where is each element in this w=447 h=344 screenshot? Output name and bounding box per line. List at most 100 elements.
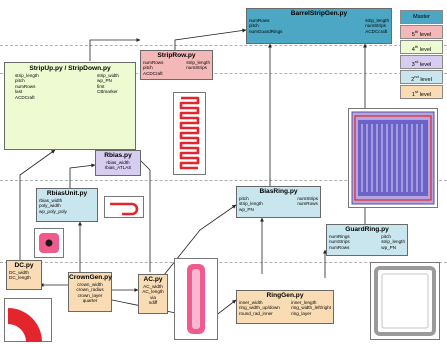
ringgen-param: ring_width_up/down (239, 305, 280, 311)
ac-param: AC_width (143, 284, 163, 289)
legend-level-2: 2nd level (400, 70, 443, 84)
rbiasunit-param: rbias_width (39, 198, 63, 203)
barrel-detector-icon (351, 111, 435, 205)
rbias-param: rbias_width (106, 160, 130, 165)
rbias-title: Rbias.py (104, 152, 132, 159)
crown-image (4, 298, 52, 342)
rbias-hook-icon (110, 202, 139, 216)
stripupdown-param: pitch (15, 78, 25, 84)
rbiasunit-box: RbiasUnit.py rbias_width poly_width wp_p… (36, 188, 98, 222)
rbiasunit-param: wp_poly_poly (39, 208, 67, 214)
guardring-param: numStrips (329, 239, 350, 245)
legend-level-word: level (419, 61, 432, 68)
guardring-frame-image (370, 262, 440, 340)
arrow-stripupdown-striprow (89, 38, 141, 61)
legend-level-word: level (419, 91, 432, 98)
ringgen-box: RingGen.py inner_width ring_width_up/dow… (236, 290, 334, 324)
ac-param: ndiff (148, 300, 158, 306)
striprow-param: strip_length (186, 60, 210, 65)
arrow-dc-stripupdown (19, 149, 56, 260)
ac-pad-icon (187, 264, 205, 334)
level-separator (0, 45, 447, 46)
strip-layout-image (173, 92, 206, 175)
stripupdown-param: strip_width (97, 73, 119, 78)
guardring-param: pitch (381, 234, 391, 239)
stripupdown-param: numRows (15, 83, 36, 89)
rbias-param: rbias_ATLAS (104, 165, 132, 171)
legend-master: Master (400, 10, 443, 24)
ringgen-param: ring_layer (291, 310, 312, 316)
guardring-box: GuardRing.py numRings numStrips numRows … (326, 224, 408, 256)
ringgen-param: inner_length (291, 300, 317, 305)
ac-param: via (150, 294, 156, 300)
stripupdown-param: ACDCraft (15, 94, 35, 100)
legend-level-num: 3 (411, 61, 415, 68)
striprow-param: ACDCraft (143, 70, 163, 76)
legend-level-suffix: st (414, 89, 419, 94)
level-separator (0, 73, 447, 74)
stripupdown-param: CBmarker (97, 89, 118, 95)
guardring-param: strip_length (381, 239, 405, 245)
legend-level-suffix: nd (414, 74, 419, 79)
crowngen-box: CrownGen.py crown_width crown_radius cro… (68, 272, 112, 312)
guardring-param: numRows (329, 244, 350, 250)
stripupdown-param: first (97, 83, 105, 89)
striprow-param: pitch (143, 65, 153, 71)
rbias-hook-image (104, 196, 144, 218)
barrelstripgen-param: numStrips (365, 23, 386, 29)
legend-level-word: level (419, 31, 432, 38)
crowngen-title: CrownGen.py (69, 274, 112, 281)
barrelstripgen-param: ACDCcraft (365, 28, 388, 34)
guardring-param: numRings (329, 234, 350, 239)
biasring-param: pitch (239, 196, 249, 201)
dc-box: DC.py DC_width DC_length (6, 260, 42, 290)
stripupdown-param: wp_PN (97, 78, 112, 84)
guardring-frame-icon (374, 266, 436, 336)
legend-level-num: 1 (411, 91, 415, 98)
dc-param: DC_length (9, 275, 31, 281)
level-separator (0, 262, 447, 263)
striprow-box: StripRow.py numRows pitch ACDCraft strip… (140, 50, 213, 80)
rbiasunit-param: poly_width (39, 203, 61, 209)
guardring-param: wp_PN (381, 244, 397, 250)
guardring-title: GuardRing.py (345, 226, 389, 233)
stripupdown-param: strip_length (15, 73, 39, 78)
ac-param: AC_length (142, 289, 164, 295)
legend-level-1: 1st level (400, 85, 443, 99)
legend-level-3: 3rd level (400, 55, 443, 69)
legend-level-word: level (420, 76, 432, 83)
barrelstripgen-param: numGuardRings (249, 28, 283, 34)
crowngen-param: crown_radius (76, 287, 104, 293)
legend-level-word: level (419, 46, 432, 53)
biasring-box: BiasRing.py pitch strip_length wp_PN num… (236, 186, 321, 218)
legend-level-suffix: th (414, 44, 419, 49)
biasring-param: numRows (297, 201, 318, 207)
arrow-rbiasunit-rbias (69, 163, 96, 188)
crowngen-param: crown_width (77, 282, 103, 287)
rbias-box: Rbias.py rbias_width rbias_ATLAS (95, 150, 141, 176)
dc-pad-icon (39, 233, 59, 253)
barrel-detector-image (348, 108, 438, 208)
legend-level-suffix: th (414, 29, 419, 34)
barrelstripgen-param: numRows (249, 18, 270, 23)
ringgen-param: round_rad_inner (239, 310, 273, 316)
biasring-param: strip_length (239, 201, 263, 207)
ac-title: AC.py (143, 276, 163, 283)
legend-level-num: 2 (411, 76, 415, 83)
dc-title: DC.py (14, 262, 34, 269)
striprow-title: StripRow.py (157, 52, 196, 59)
dc-pad-image (34, 228, 64, 258)
stripupdown-param: last (15, 89, 23, 95)
arrow-striprow-barrel (174, 28, 247, 50)
biasring-title: BiasRing.py (259, 188, 298, 195)
barrelstripgen-title: BarrelStripGen.py (290, 10, 348, 17)
legend-level-num: 4 (411, 46, 415, 53)
legend-level-4: 4th level (400, 40, 443, 54)
striprow-param: numStrips (186, 65, 207, 71)
legend-level-suffix: rd (414, 59, 419, 64)
dc-param: DC_width (9, 270, 29, 275)
ringgen-param: ring_width_left/right (291, 305, 331, 311)
crowngen-param: crown_layer (77, 292, 103, 298)
legend-level-num: 5 (411, 31, 415, 38)
